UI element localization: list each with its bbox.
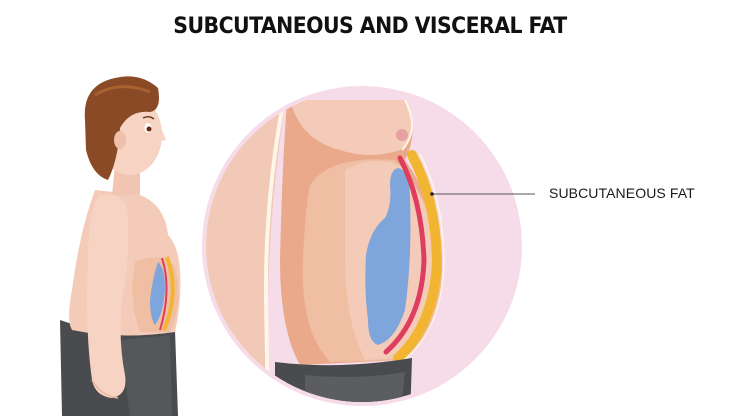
visceral-fat-region [365,168,411,345]
subcutaneous-fat-label: SUBCUTANEOUS FAT [549,185,695,201]
page-title: SUBCUTANEOUS AND VISCERAL FAT [173,14,567,39]
subcutaneous-fat-layer [393,150,443,363]
muscle-layer [383,155,427,355]
magnified-belly-circle [202,86,522,406]
boy-figure [60,76,181,416]
